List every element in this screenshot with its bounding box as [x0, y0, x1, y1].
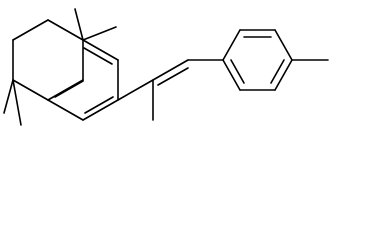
benzene-ring-left: [47, 39, 119, 121]
molecule-skeletal-structure: [3, 8, 329, 126]
gem-dimethyl-groups: [3, 8, 117, 126]
bond-c2-c3: [12, 19, 49, 41]
bond-c7-c8: [82, 39, 119, 61]
methyl-c4-b: [12, 79, 22, 126]
aromatic-inner-p4-p5: [270, 59, 285, 84]
bond-c5-c6: [82, 99, 119, 121]
aromatic-inner-p6-p1: [230, 59, 245, 84]
methyl-c1-a: [74, 8, 84, 41]
methyl-c1-b: [82, 26, 117, 41]
tetrahydronaphthalene-saturated-ring: [12, 19, 84, 101]
double-bond-outer: [152, 59, 189, 81]
bond-c1-c2: [47, 19, 84, 41]
bond-c4a-c8a: [47, 79, 84, 101]
bond-p4-p5: [274, 59, 293, 91]
propenyl-linker: [117, 59, 224, 121]
bond-p1-p2: [222, 29, 241, 61]
aromatic-inner-c4a-c8a: [54, 80, 84, 98]
bond-ring-to-vinyl: [117, 79, 154, 101]
double-bond-inner: [157, 67, 189, 86]
benzene-ring-right: [222, 29, 293, 91]
bond-c4a-c5: [47, 99, 84, 121]
bond-p3-p4: [274, 29, 293, 61]
methyl-c4-a: [3, 79, 14, 114]
bond-p6-p1: [222, 59, 241, 91]
bond-c4-c4a: [12, 79, 49, 101]
aromatic-inner-c7-c8: [83, 47, 113, 65]
aromatic-inner-c5-c6: [84, 96, 114, 114]
